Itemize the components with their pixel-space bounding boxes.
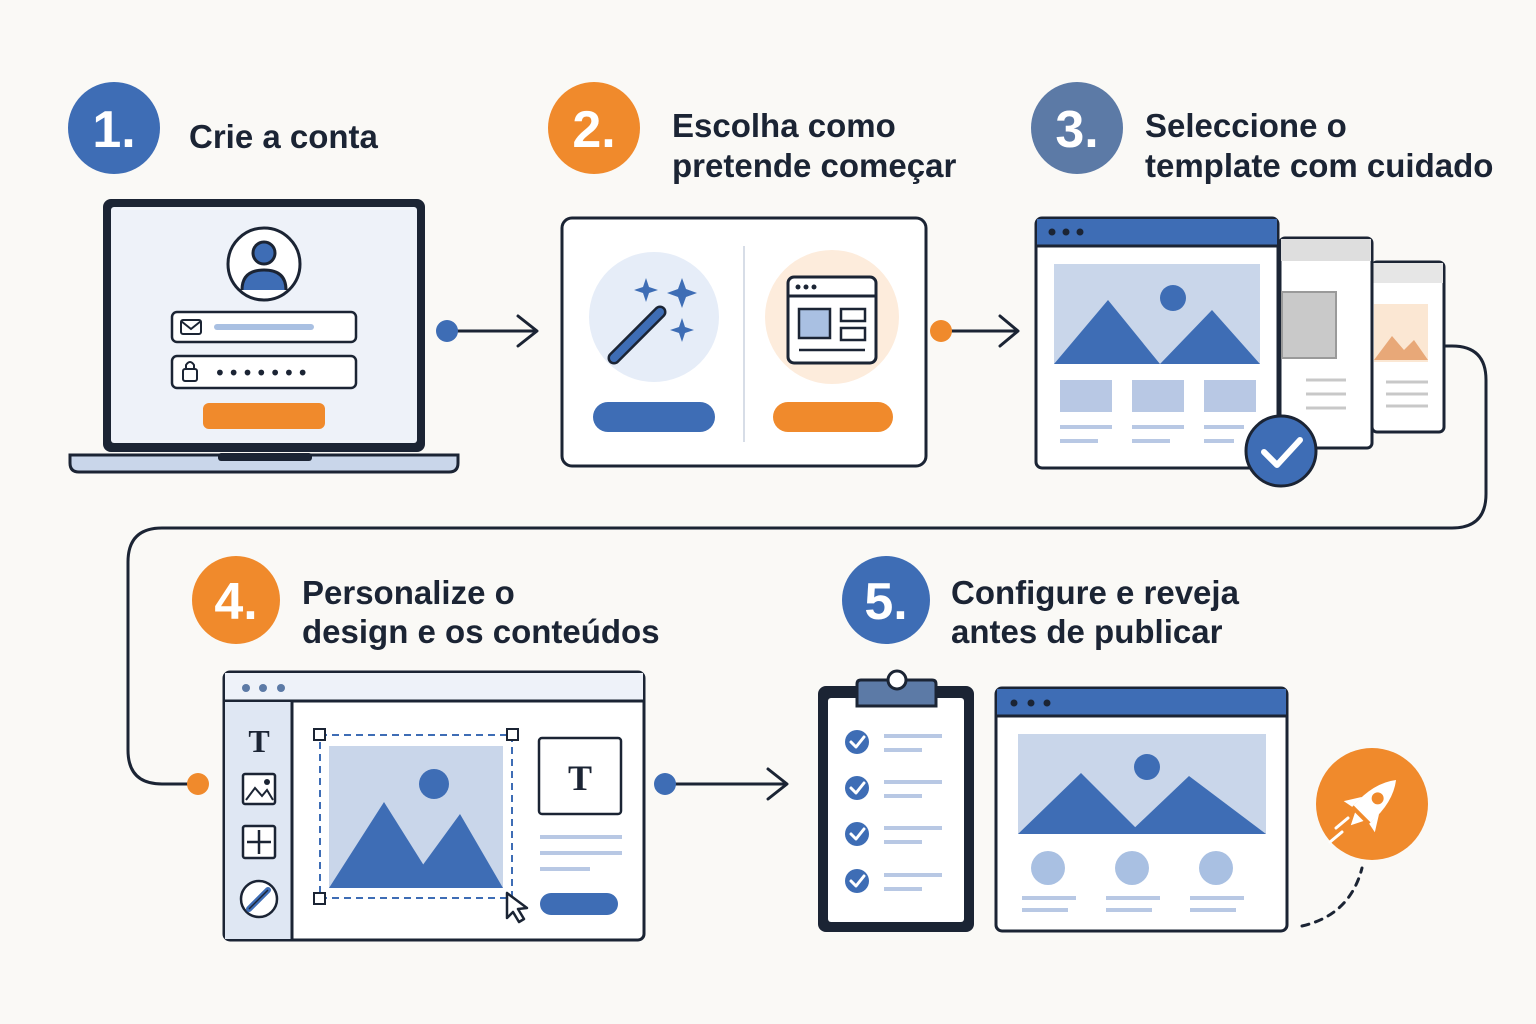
resize-handle[interactable] bbox=[313, 728, 326, 741]
connector-2-3 bbox=[939, 314, 1020, 348]
rocket-icon[interactable] bbox=[1316, 748, 1428, 860]
selection-outline bbox=[319, 734, 513, 899]
step-2-label-line-1: Escolha como bbox=[672, 107, 896, 144]
password-mask: ••••••• bbox=[214, 361, 311, 385]
clipboard-paper bbox=[828, 698, 964, 922]
text-block[interactable]: T bbox=[537, 736, 623, 816]
text-block-glyph: T bbox=[568, 758, 592, 798]
template-option-button[interactable] bbox=[773, 402, 893, 432]
step-3-number: 3. bbox=[1055, 101, 1098, 159]
connector-dot-4 bbox=[654, 773, 676, 795]
step-2: 2. Escolha como pretende começar bbox=[548, 82, 956, 184]
step-2-badge bbox=[548, 82, 640, 174]
brush-icon[interactable] bbox=[239, 879, 279, 919]
step-4: 4. Personalize o design e os conteúdos bbox=[192, 556, 660, 650]
password-field[interactable]: ••••••• bbox=[170, 354, 358, 390]
choose-start-card bbox=[560, 216, 928, 468]
image-tool-icon[interactable] bbox=[241, 772, 277, 806]
connectors bbox=[126, 314, 1488, 928]
checklist-item bbox=[845, 776, 942, 800]
step-5-badge bbox=[842, 556, 930, 644]
connector-dot-1 bbox=[436, 320, 458, 342]
template-layout-icon bbox=[786, 275, 878, 365]
text-tool-icon[interactable]: T bbox=[248, 723, 269, 759]
checklist-item bbox=[845, 869, 942, 893]
laptop-base bbox=[68, 453, 460, 474]
step-1-label-line-1: Crie a conta bbox=[189, 118, 379, 155]
grid-add-icon[interactable] bbox=[241, 824, 277, 860]
template-window-back bbox=[1370, 260, 1446, 434]
step-4-label-line-1: Personalize o bbox=[302, 574, 515, 611]
email-field[interactable] bbox=[170, 310, 358, 344]
envelope-icon bbox=[180, 319, 202, 335]
laptop-illustration: ••••••• bbox=[68, 199, 460, 474]
create-account-button[interactable] bbox=[203, 403, 325, 429]
step-3-label-line-1: Seleccione o bbox=[1145, 107, 1347, 144]
site-preview-window bbox=[994, 686, 1289, 933]
resize-handle[interactable] bbox=[313, 892, 326, 905]
connector-3-4 bbox=[126, 344, 1488, 786]
clipboard-clip bbox=[855, 678, 938, 708]
step-5-number: 5. bbox=[864, 573, 907, 631]
ai-option[interactable] bbox=[589, 252, 719, 432]
connector-4-5 bbox=[663, 767, 789, 801]
step-5-label-line-1: Configure e reveja bbox=[951, 574, 1240, 611]
connector-dot-2 bbox=[930, 320, 952, 342]
step-1-badge bbox=[68, 82, 160, 174]
editor-window: T T bbox=[222, 670, 646, 942]
connector-dot-3 bbox=[187, 773, 209, 795]
step-3-badge bbox=[1031, 82, 1123, 174]
lock-icon bbox=[182, 361, 198, 382]
step-2-number: 2. bbox=[572, 101, 615, 159]
cursor-pointer-icon bbox=[505, 891, 529, 924]
check-badge-icon bbox=[1244, 414, 1318, 488]
ai-option-button[interactable] bbox=[593, 402, 715, 432]
step-4-badge bbox=[192, 556, 280, 644]
connector-1-2 bbox=[445, 314, 539, 348]
email-placeholder-bar bbox=[214, 324, 314, 330]
checklist-item bbox=[845, 730, 942, 754]
template-window-selected[interactable] bbox=[1034, 216, 1280, 470]
template-option[interactable] bbox=[765, 250, 899, 432]
step-1: 1. Crie a conta bbox=[68, 82, 379, 174]
editor-cta-button[interactable] bbox=[540, 893, 618, 915]
resize-handle[interactable] bbox=[506, 728, 519, 741]
checklist-clipboard bbox=[818, 669, 974, 932]
user-avatar-icon bbox=[226, 226, 302, 302]
step-3: 3. Seleccione o template com cuidado bbox=[1031, 82, 1493, 184]
selected-image-block[interactable] bbox=[313, 728, 519, 905]
step-1-number: 1. bbox=[92, 101, 135, 159]
step-5: 5. Configure e reveja antes de publicar bbox=[842, 556, 1240, 650]
step-4-label-line-2: design e os conteúdos bbox=[302, 613, 660, 650]
rocket-trail bbox=[1300, 866, 1364, 928]
template-stack bbox=[1034, 216, 1446, 488]
step-3-label-line-2: template com cuidado bbox=[1145, 147, 1493, 184]
step-4-number: 4. bbox=[214, 573, 257, 631]
magic-wand-icon bbox=[607, 278, 697, 365]
laptop-notch bbox=[218, 453, 312, 461]
step-2-label-line-2: pretende começar bbox=[672, 147, 956, 184]
template-window-middle bbox=[1278, 236, 1374, 450]
step-5-label-line-2: antes de publicar bbox=[951, 613, 1223, 650]
checklist-item bbox=[845, 822, 942, 846]
